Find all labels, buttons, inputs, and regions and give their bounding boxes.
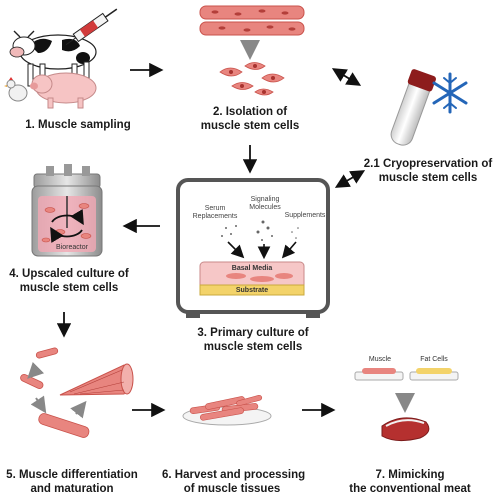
- step-7-label-line1: 7. Mimicking: [375, 469, 445, 481]
- signaling-label-line1: Signaling: [250, 196, 280, 203]
- step-2-1-label-line2: muscle stem cells: [378, 172, 478, 184]
- step-7-label-line2: the conventional meat: [349, 483, 471, 495]
- flow-arrows: [56, 62, 366, 418]
- step-4-label-line2: muscle stem cells: [19, 282, 119, 294]
- harvest-dish: [182, 394, 272, 426]
- muscle-dish-label: Muscle: [368, 356, 392, 363]
- fat-cells-dish-label: Fat Cells: [420, 356, 448, 363]
- muscle-fibers-top: [199, 5, 305, 96]
- step-6-label-line1: 6. Harvest and processing: [162, 469, 306, 481]
- step-2-1-label-line1: 2.1 Cryopreservation of: [363, 158, 493, 170]
- supplements-label: Supplements: [284, 212, 326, 219]
- step-6-label-line2: of muscle tissues: [183, 483, 281, 495]
- basal-media-label: Basal Media: [231, 265, 273, 272]
- step-2-label-line1: 2. Isolation of: [212, 106, 288, 118]
- serum-label-line1: Serum: [204, 205, 226, 212]
- step-1-label: 1. Muscle sampling: [25, 119, 131, 131]
- signaling-label-line2: Molecules: [249, 204, 281, 211]
- substrate-label: Substrate: [235, 287, 269, 294]
- step-3-label-line2: muscle stem cells: [203, 341, 303, 353]
- bioreactor-label: Bioreactor: [56, 244, 88, 251]
- step-3-label-line1: 3. Primary culture of: [197, 327, 309, 339]
- bioreactor: [31, 164, 103, 257]
- mimicking-illustration: [354, 368, 459, 442]
- differentiation-illustration: [20, 347, 134, 438]
- step-5-label-line2: and maturation: [30, 483, 114, 495]
- step-4-label-line1: 4. Upscaled culture of: [9, 268, 129, 280]
- step-5-label-line1: 5. Muscle differentiation: [6, 469, 138, 481]
- step-2-label-line2: muscle stem cells: [200, 120, 300, 132]
- serum-label-line2: Replacements: [192, 213, 238, 220]
- cryovial-icon: [390, 69, 436, 146]
- snowflake-icon: [432, 72, 468, 114]
- culture-incubator: [176, 178, 330, 318]
- animals-illustration: [4, 8, 118, 109]
